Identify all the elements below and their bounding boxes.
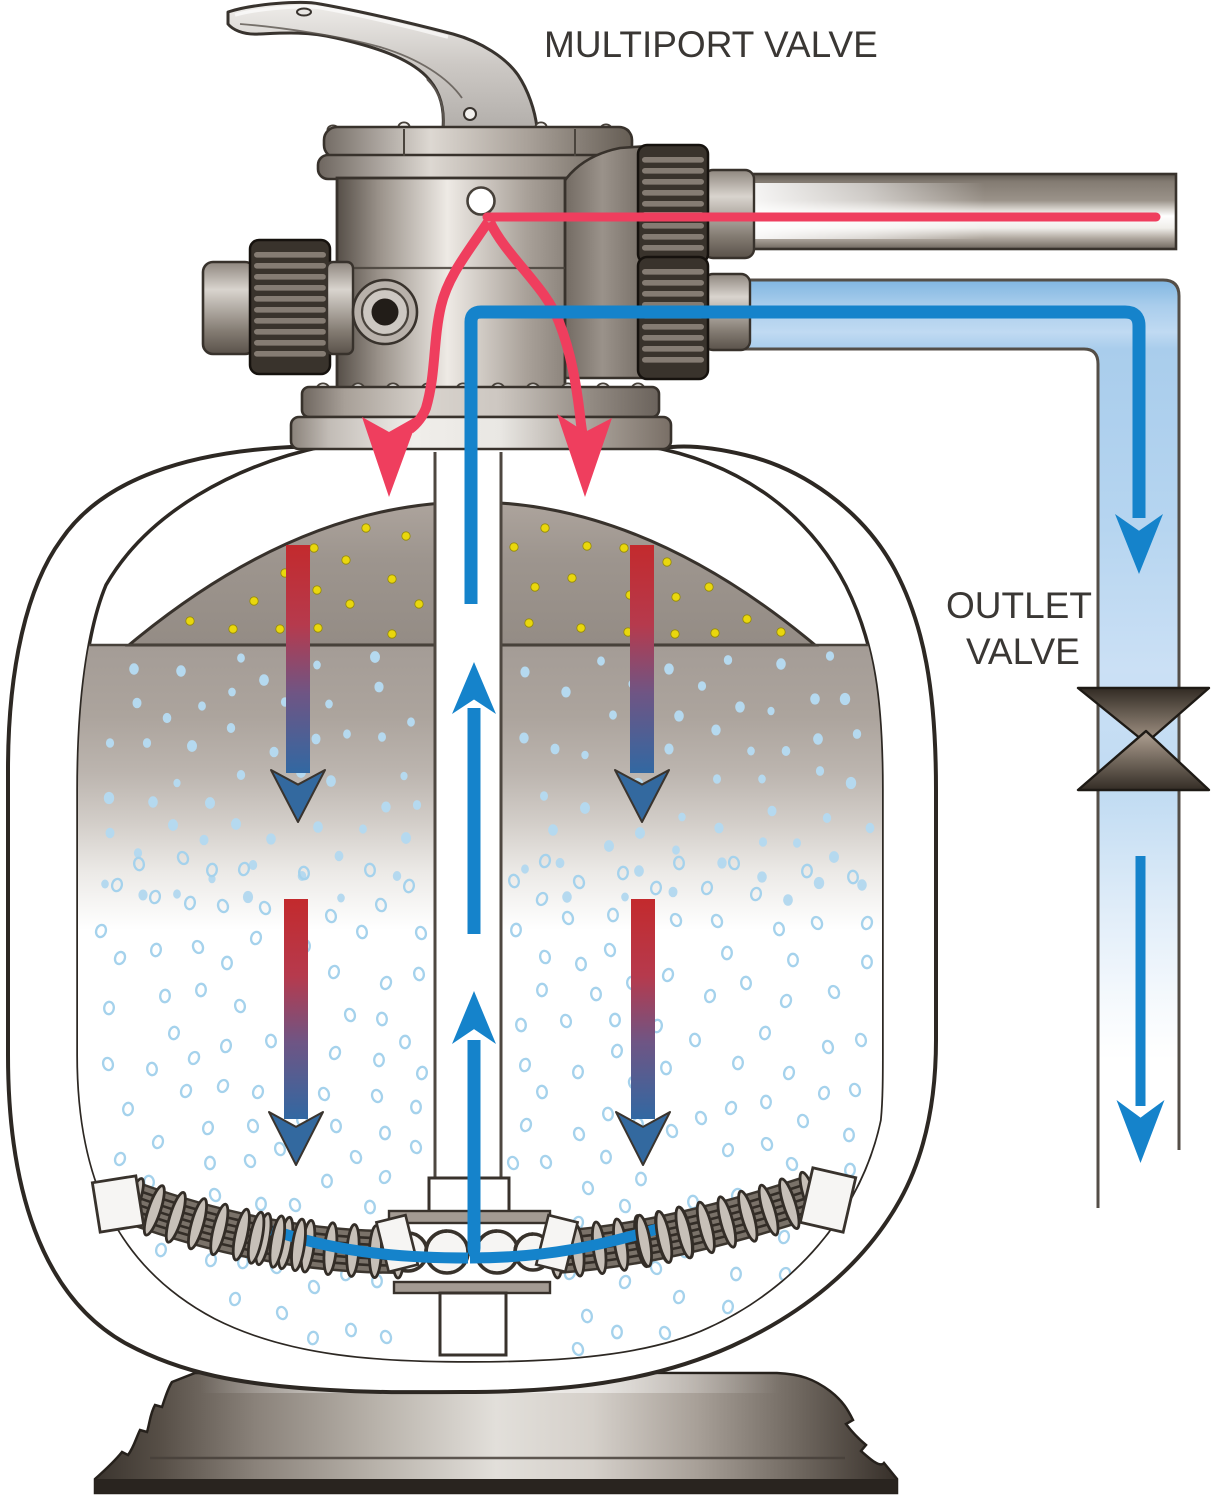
svg-text:VALVE: VALVE: [966, 631, 1080, 672]
svg-text:MULTIPORT VALVE: MULTIPORT VALVE: [544, 24, 878, 65]
svg-text:OUTLET: OUTLET: [946, 585, 1092, 626]
